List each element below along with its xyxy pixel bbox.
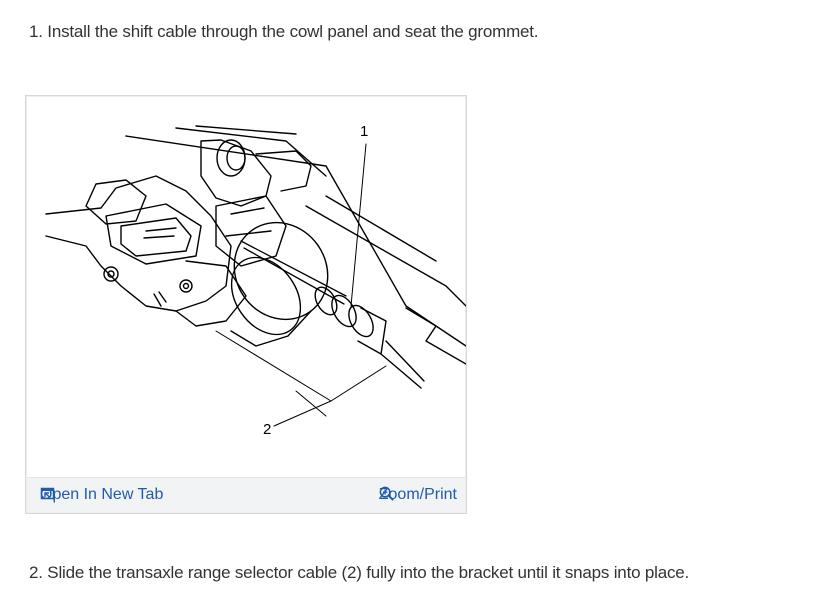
zoom-in-icon (379, 486, 394, 501)
figure-toolbar: Open In New Tab Zoom/Print (27, 477, 465, 512)
open-in-new-tab-link[interactable]: Open In New Tab (40, 486, 163, 504)
open-new-tab-icon (40, 487, 55, 500)
open-in-new-tab-label: Open In New Tab (40, 486, 164, 503)
callout-2: 2 (263, 421, 271, 438)
step-1-text: 1. Install the shift cable through the c… (29, 22, 539, 41)
step-2-text: 2. Slide the transaxle range selector ca… (29, 563, 690, 582)
zoom-print-label: Zoom/Print (378, 486, 457, 503)
illustration-figure: 1 2 Open In New Tab Zoom/Print (25, 95, 467, 514)
callout-1: 1 (360, 123, 368, 140)
zoom-print-link[interactable]: Zoom/Print (379, 486, 457, 504)
shift-cable-illustration: 1 2 (45, 123, 466, 438)
